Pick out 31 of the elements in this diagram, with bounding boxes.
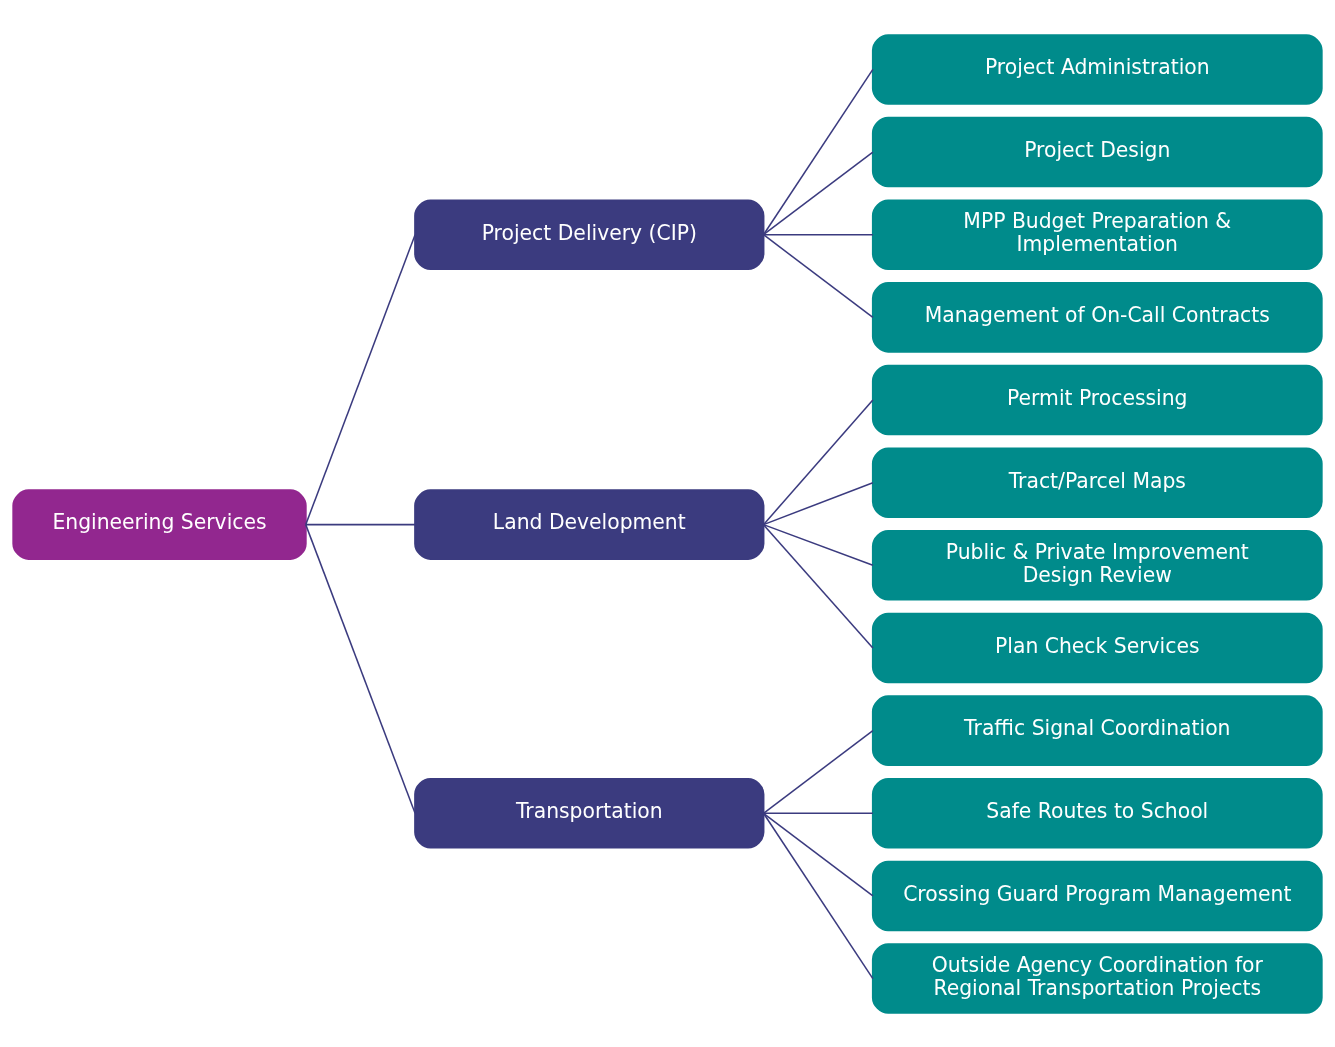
node-box: Crossing Guard Program Management <box>871 860 1323 931</box>
node-box: Land Development <box>414 488 765 560</box>
connector <box>762 233 874 318</box>
node-box: Traffic Signal Coordination <box>871 694 1323 766</box>
node-box: Project Delivery (CIP) <box>414 198 765 270</box>
node-box: Transportation <box>414 777 765 849</box>
connector <box>304 233 416 525</box>
connector <box>762 523 874 566</box>
connector <box>762 150 874 235</box>
connector <box>762 233 874 235</box>
node-box: Safe Routes to School <box>871 777 1323 849</box>
node-box: Public & Private Improvement Design Review <box>871 529 1323 601</box>
connector <box>762 812 874 897</box>
connector <box>762 523 874 649</box>
connector <box>762 398 874 525</box>
node-box: Outside Agency Coordination for Regional Transportation Projects <box>871 942 1323 1014</box>
connector <box>762 812 874 814</box>
connector <box>304 523 416 525</box>
node-box: Permit Processing <box>871 364 1323 435</box>
node-box: Engineering Services <box>12 488 307 560</box>
connector <box>762 481 874 525</box>
connector <box>762 68 874 235</box>
node-box: Plan Check Services <box>871 612 1323 683</box>
node-box: Project Administration <box>871 33 1323 105</box>
connector <box>304 523 416 814</box>
node-box: Management of On-Call Contracts <box>871 281 1323 353</box>
connector <box>762 729 874 814</box>
node-box: Tract/Parcel Maps <box>871 446 1323 518</box>
connector <box>762 812 874 979</box>
node-box: MPP Budget Preparation & Implementation <box>871 198 1323 270</box>
node-box: Project Design <box>871 116 1323 187</box>
